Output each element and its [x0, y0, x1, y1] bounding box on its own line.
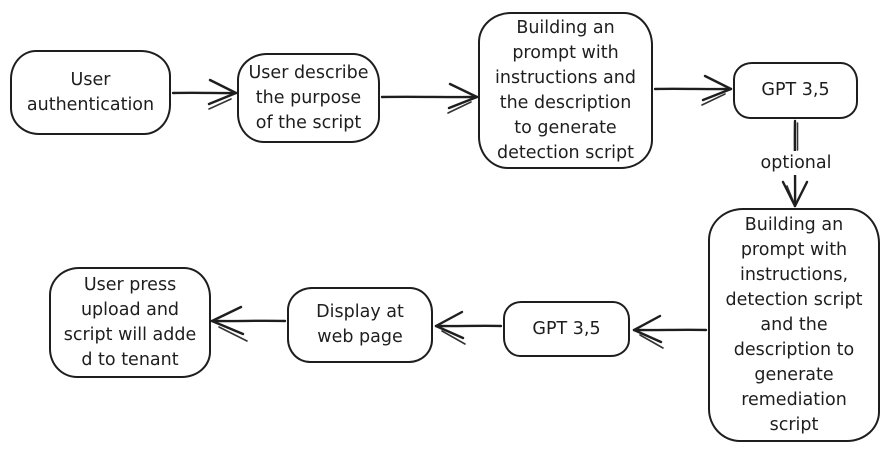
node-user-authentication[interactable]: User authentication — [10, 50, 171, 135]
arrow-label-optional[interactable]: optional — [749, 151, 843, 175]
arrow-display-to-upload[interactable] — [210, 305, 287, 342]
node-describe-purpose[interactable]: User describe the purpose of the script — [237, 53, 380, 143]
arrow-describe-to-detection-prompt[interactable] — [380, 82, 479, 114]
node-build-detection-prompt[interactable]: Building an prompt with instructions and… — [478, 12, 653, 169]
arrow-remediation-prompt-to-gpt[interactable] — [632, 314, 708, 349]
arrow-detection-prompt-to-gpt[interactable] — [653, 74, 733, 106]
node-build-remediation-prompt[interactable]: Building an prompt with instructions, de… — [708, 208, 880, 442]
node-upload-to-tenant[interactable]: User press upload and script will adde d… — [49, 267, 211, 378]
node-gpt-35-remediation[interactable]: GPT 3,5 — [503, 301, 630, 357]
arrow-gpt-to-display[interactable] — [434, 310, 503, 345]
node-gpt-35-detection[interactable]: GPT 3,5 — [733, 62, 858, 119]
arrow-auth-to-describe[interactable] — [171, 78, 238, 110]
node-display-web-page[interactable]: Display at web page — [287, 287, 433, 363]
